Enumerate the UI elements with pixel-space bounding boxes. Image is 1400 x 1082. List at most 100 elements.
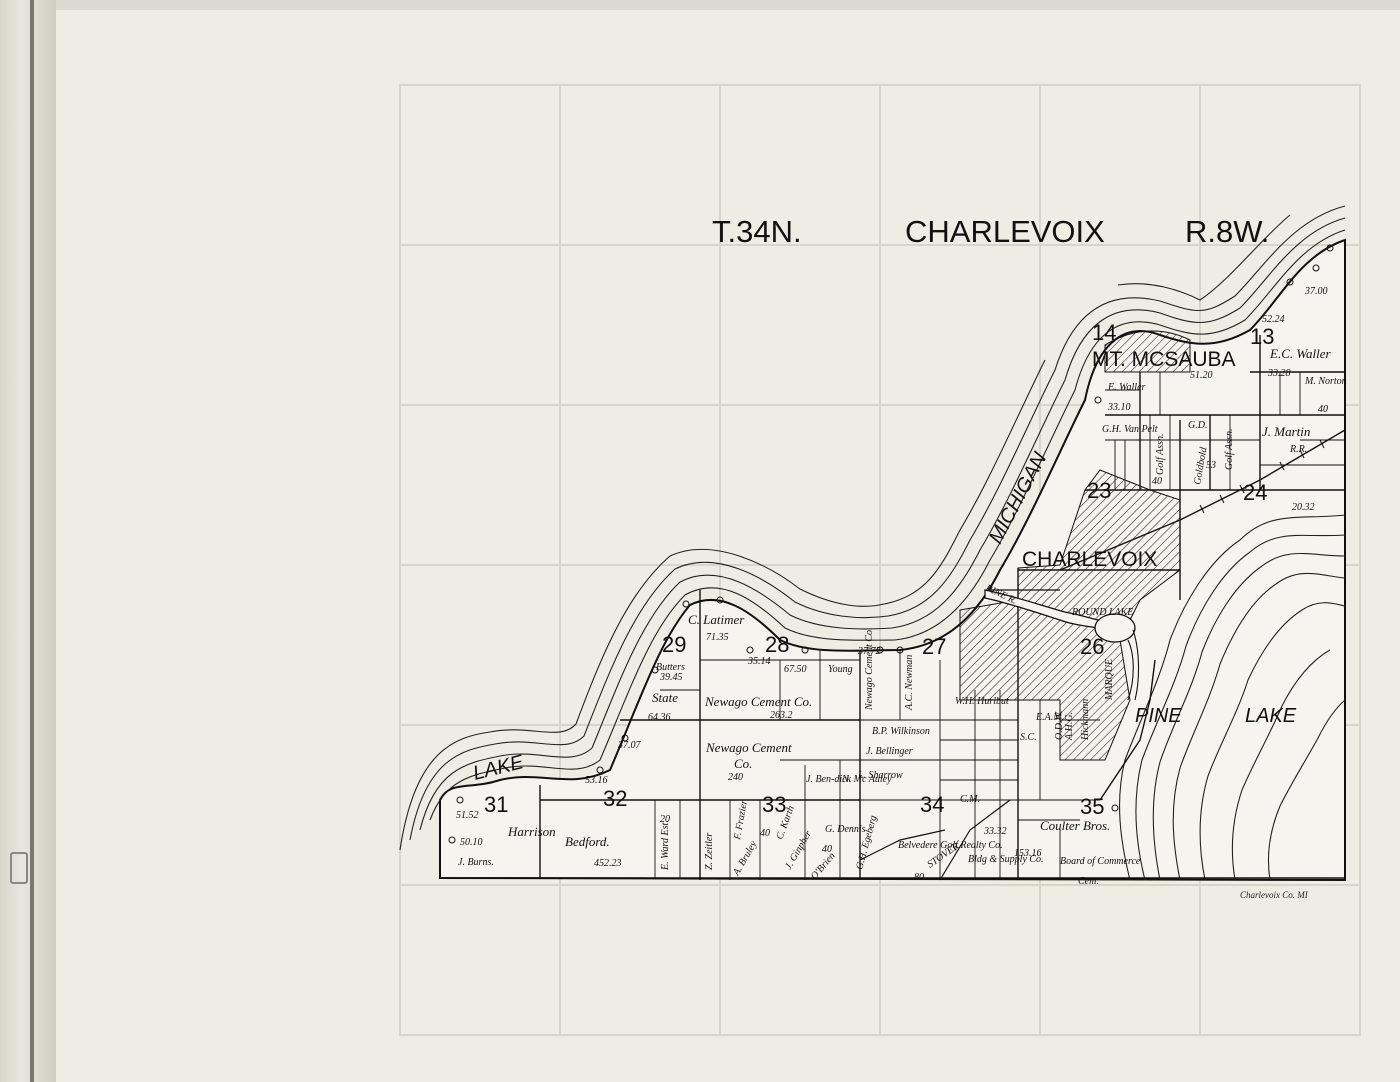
shoreline-contours-michigan xyxy=(399,205,1346,851)
svg-text:C. Latimer: C. Latimer xyxy=(688,612,745,627)
svg-text:Newago Cement Co.: Newago Cement Co. xyxy=(704,694,812,709)
svg-text:E. Waller: E. Waller xyxy=(1107,382,1146,393)
staple-icon xyxy=(10,852,28,884)
svg-text:J. Ben-dick: J. Ben-dick xyxy=(806,774,852,785)
svg-text:G.D.: G.D. xyxy=(1188,420,1207,431)
svg-text:67.50: 67.50 xyxy=(784,664,807,675)
svg-text:37.07: 37.07 xyxy=(617,740,642,751)
svg-text:Coulter Bros.: Coulter Bros. xyxy=(1040,818,1110,833)
section-number-29: 29 xyxy=(662,632,686,657)
svg-text:L. Sharrow: L. Sharrow xyxy=(857,770,903,781)
section-number-13: 13 xyxy=(1250,324,1274,349)
svg-text:Golf Assn.: Golf Assn. xyxy=(1155,434,1166,476)
svg-text:A.H.G.: A.H.G. xyxy=(1064,712,1075,741)
svg-text:50.10: 50.10 xyxy=(460,837,483,848)
svg-text:Butters: Butters xyxy=(656,662,685,673)
svg-text:J. Martin: J. Martin xyxy=(1262,424,1310,439)
section-grid xyxy=(440,335,1345,880)
svg-text:53: 53 xyxy=(1206,460,1216,471)
svg-text:Newago Cement: Newago Cement xyxy=(705,740,792,755)
svg-text:51.52: 51.52 xyxy=(456,810,479,821)
round-lake-label: ROUND LAKE xyxy=(1071,607,1133,618)
book-binding xyxy=(0,0,56,1082)
svg-text:35.14: 35.14 xyxy=(747,656,771,667)
svg-text:E. Ward Est.: E. Ward Est. xyxy=(660,820,671,871)
svg-text:Board of Commerce: Board of Commerce xyxy=(1060,856,1141,867)
svg-text:J. Burns.: J. Burns. xyxy=(458,857,494,868)
section-number-31: 31 xyxy=(484,792,508,817)
land-area xyxy=(439,238,1346,882)
svg-text:51.20: 51.20 xyxy=(1190,370,1213,381)
svg-text:33.28: 33.28 xyxy=(1267,368,1291,379)
svg-text:37.72: 37.72 xyxy=(857,646,881,657)
svg-text:39.45: 39.45 xyxy=(659,672,683,683)
svg-text:Bldg & Supply Co.: Bldg & Supply Co. xyxy=(968,854,1044,865)
county-roads xyxy=(859,589,1060,881)
svg-text:52.24: 52.24 xyxy=(1262,314,1285,325)
svg-text:MARQUE: MARQUE xyxy=(1104,659,1115,701)
svg-text:Golf Assn.: Golf Assn. xyxy=(1224,429,1235,471)
svg-text:71.35: 71.35 xyxy=(706,632,729,643)
railroad-ties xyxy=(1199,439,1325,514)
section-number-34: 34 xyxy=(920,792,944,817)
svg-text:37.00: 37.00 xyxy=(1304,286,1328,297)
svg-text:40: 40 xyxy=(1152,476,1162,487)
section-number-24: 24 xyxy=(1243,480,1267,505)
svg-text:20.32: 20.32 xyxy=(1292,502,1315,513)
svg-text:C.M.: C.M. xyxy=(960,794,980,805)
svg-text:S.C.: S.C. xyxy=(1020,732,1037,743)
township-label: T.34N. xyxy=(712,214,802,249)
svg-text:40: 40 xyxy=(822,844,832,855)
svg-text:M. Norton: M. Norton xyxy=(1304,376,1347,387)
svg-text:80: 80 xyxy=(914,872,924,883)
pine-lake-label-lake: LAKE xyxy=(1245,705,1297,727)
svg-text:Harrison: Harrison xyxy=(507,824,556,839)
mt-mcsauba-hatched xyxy=(1104,330,1191,373)
svg-text:B.P. Wilkinson: B.P. Wilkinson xyxy=(872,726,930,737)
charlevoix-city-label: CHARLEVOIX xyxy=(1022,548,1157,571)
shoreline-contours-pine-lake xyxy=(1119,514,1346,881)
svg-text:A.C. Newman: A.C. Newman xyxy=(904,655,915,711)
section-number-32: 32 xyxy=(603,786,627,811)
svg-text:J. Bellinger: J. Bellinger xyxy=(866,746,913,757)
svg-text:53.16: 53.16 xyxy=(585,775,608,786)
section-number-28: 28 xyxy=(765,632,789,657)
svg-text:33.32: 33.32 xyxy=(983,826,1007,837)
svg-text:E.A.M.: E.A.M. xyxy=(1035,712,1064,723)
parcel-lines xyxy=(654,372,1345,880)
svg-text:State: State xyxy=(652,690,678,705)
svg-text:W.H. Hurlbut: W.H. Hurlbut xyxy=(955,696,1009,707)
svg-text:263.2: 263.2 xyxy=(770,710,793,721)
svg-text:N. Mc Auley: N. Mc Auley xyxy=(841,774,892,785)
svg-text:Bedford.: Bedford. xyxy=(565,834,610,849)
county-title: CHARLEVOIX xyxy=(905,214,1105,249)
svg-text:O.D.W.: O.D.W. xyxy=(1054,711,1065,740)
svg-text:153.16: 153.16 xyxy=(1014,848,1042,859)
svg-text:40: 40 xyxy=(1318,404,1328,415)
svg-text:Hickmann: Hickmann xyxy=(1080,699,1091,741)
owner-labels: E.C. Waller M. Norton E. Waller J. Marti… xyxy=(458,346,1347,887)
range-label: R.8W. xyxy=(1185,214,1269,249)
section-number-27: 27 xyxy=(922,634,946,659)
svg-text:E.C. Waller: E.C. Waller xyxy=(1269,346,1331,361)
round-lake xyxy=(1094,613,1136,643)
svg-text:240: 240 xyxy=(728,772,743,783)
svg-text:R.R.: R.R. xyxy=(1289,444,1307,455)
section-number-35: 35 xyxy=(1080,794,1104,819)
pine-lake-label-pine: PINE xyxy=(1135,705,1182,727)
svg-text:G.H. Van Pelt: G.H. Van Pelt xyxy=(1102,424,1158,435)
svg-text:G. Dennis: G. Dennis xyxy=(825,824,866,835)
svg-text:Belvedere Golf Realty Co.: Belvedere Golf Realty Co. xyxy=(898,840,1003,851)
section-number-23: 23 xyxy=(1087,478,1111,503)
mt-mcsauba-label: MT. MCSAUBA xyxy=(1092,348,1236,371)
svg-text:452.23: 452.23 xyxy=(594,858,622,869)
svg-text:Z. Zeitler: Z. Zeitler xyxy=(704,833,715,870)
svg-text:33.10: 33.10 xyxy=(1107,402,1131,413)
binding-edge-line xyxy=(30,0,34,1082)
svg-text:Co.: Co. xyxy=(734,756,752,771)
svg-text:Cem.: Cem. xyxy=(1078,876,1099,887)
svg-text:40: 40 xyxy=(760,828,770,839)
svg-text:64.36: 64.36 xyxy=(648,712,671,723)
